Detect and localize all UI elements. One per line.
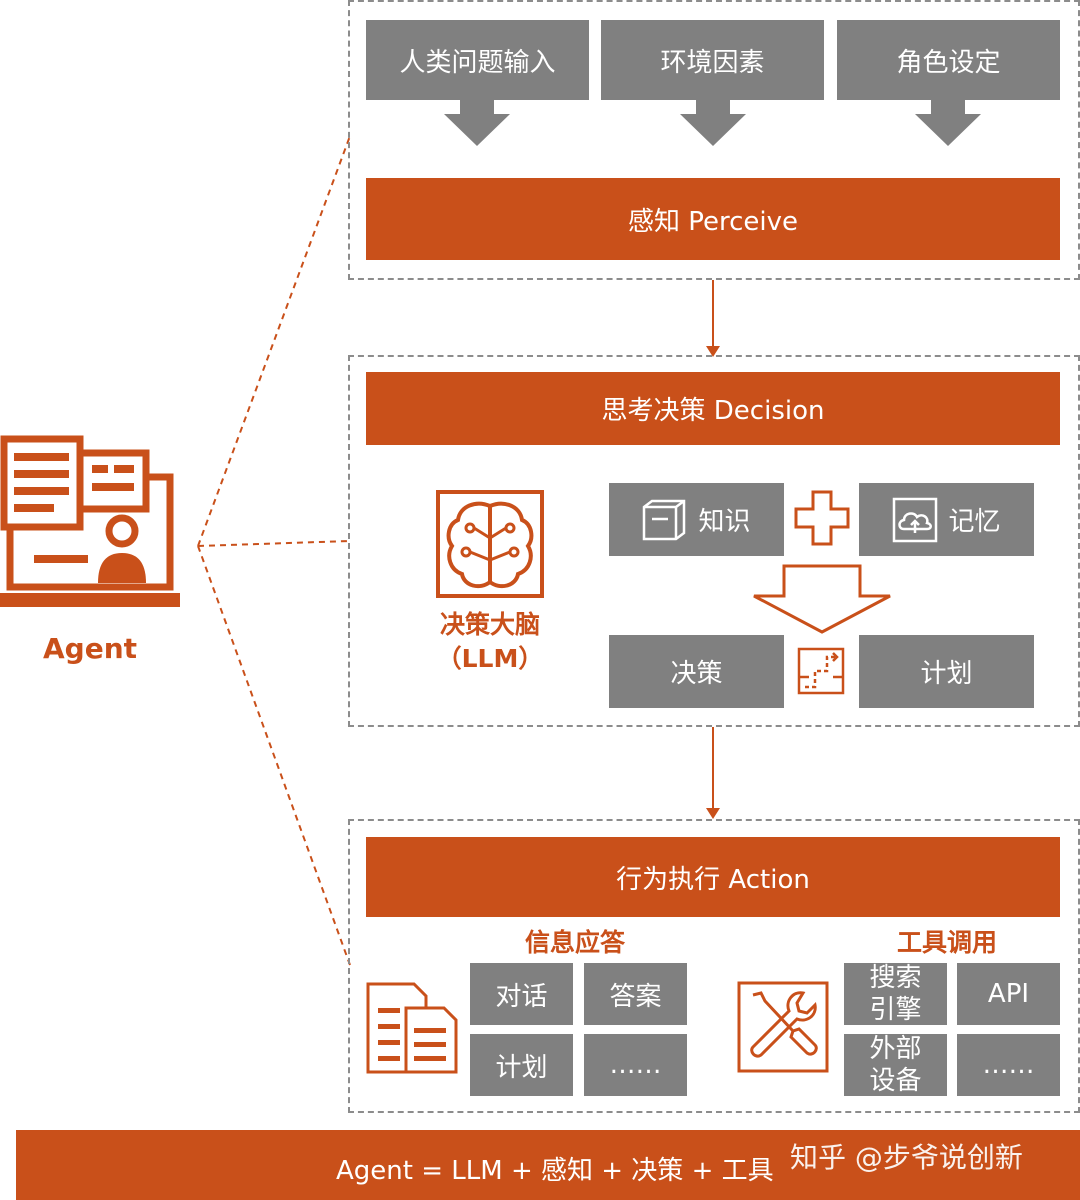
agent-computer-icon: [0, 435, 185, 620]
tools-icon: [737, 981, 829, 1073]
down-arrow-icon: [444, 100, 510, 146]
tool-item-search-engine: 搜索 引擎: [844, 963, 947, 1025]
tool-item-more: ……: [957, 1034, 1060, 1096]
document-icon: [366, 982, 458, 1074]
path-plan-icon: [797, 647, 845, 695]
decide-box: 决策: [609, 635, 784, 708]
brain-label-line1: 决策大脑: [439, 610, 540, 639]
down-arrow-icon: [915, 100, 981, 146]
decision-section: [348, 355, 1080, 727]
down-arrow-icon: [680, 100, 746, 146]
info-item-plan: 计划: [470, 1034, 573, 1096]
memory-cloud-icon: [893, 497, 938, 542]
knowledge-cube-icon: [643, 499, 686, 540]
watermark-text: 知乎 @步爷说创新: [790, 1141, 1023, 1174]
memory-label: 记忆: [948, 507, 1001, 537]
tool-item-external-device: 外部 设备: [844, 1034, 947, 1096]
brain-label-line2: （LLM）: [436, 644, 544, 673]
info-response-title: 信息应答: [524, 928, 625, 957]
memory-box: 记忆: [859, 483, 1034, 556]
input-environment-factors: 环境因素: [601, 20, 824, 100]
tool-item-api: API: [957, 963, 1060, 1025]
footer-bar: Agent = LLM + 感知 + 决策 + 工具 知乎 @步爷说创新: [16, 1130, 1080, 1200]
tool-item-search-engine-label: 搜索 引擎: [869, 963, 922, 1025]
decision-title-bar: 思考决策 Decision: [366, 372, 1060, 445]
input-human-question: 人类问题输入: [366, 20, 589, 100]
knowledge-box: 知识: [609, 483, 784, 556]
plus-icon: [794, 490, 850, 546]
brain-icon: [436, 490, 544, 598]
perceive-section: [348, 0, 1080, 280]
plan-box: 计划: [859, 635, 1034, 708]
footer-formula: Agent = LLM + 感知 + 决策 + 工具: [336, 1156, 774, 1186]
down-arrow-icon: [753, 564, 891, 634]
tool-call-title: 工具调用: [896, 928, 997, 957]
input-role-setting: 角色设定: [837, 20, 1060, 100]
info-item-more: ……: [584, 1034, 687, 1096]
tool-item-external-device-label: 外部 设备: [869, 1034, 922, 1096]
info-item-answer: 答案: [584, 963, 687, 1025]
perceive-title-bar: 感知 Perceive: [366, 178, 1060, 260]
action-title-bar: 行为执行 Action: [366, 837, 1060, 917]
info-item-dialogue: 对话: [470, 963, 573, 1025]
knowledge-label: 知识: [698, 507, 751, 537]
action-section: [348, 819, 1080, 1113]
agent-label: Agent: [42, 631, 138, 665]
